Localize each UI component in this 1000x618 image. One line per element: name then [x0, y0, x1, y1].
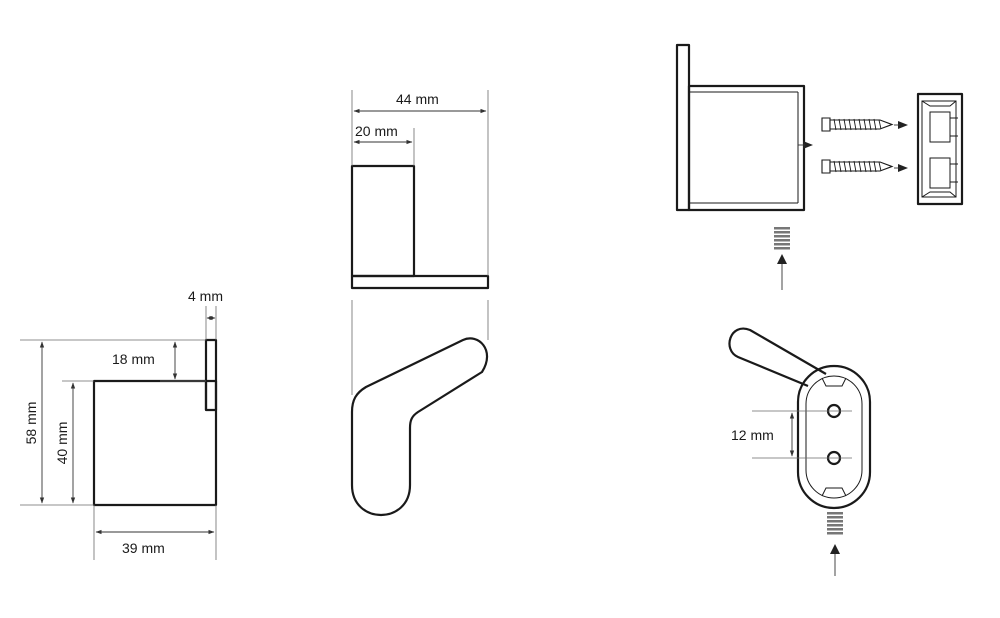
side-view-block [92, 379, 218, 507]
side-view: 58 mm 40 mm 18 mm 4 mm 39 mm [20, 288, 223, 560]
hook-profile-view [350, 337, 489, 517]
top-view: 44 mm 20 mm [350, 90, 490, 395]
dim-label-58: 58 mm [23, 402, 39, 445]
mounting-assembly-view [675, 43, 964, 290]
mount-arrow-right-1 [803, 141, 813, 149]
wood-screw-icon [821, 159, 894, 174]
top-view-base [350, 274, 490, 290]
hook-profile-outline [350, 337, 489, 517]
dim-label-44: 44 mm [396, 91, 439, 107]
dim-label-12: 12 mm [731, 427, 774, 443]
back-view: 12 mm [728, 327, 872, 576]
dim-label-18: 18 mm [112, 351, 155, 367]
mount-hook-body [687, 84, 806, 212]
set-screw-icon [774, 227, 790, 250]
dim-label-20: 20 mm [355, 123, 398, 139]
wood-screw-icon [821, 117, 894, 132]
back-view-plate-inner [805, 375, 863, 499]
dim-label-39: 39 mm [122, 540, 165, 556]
side-view-plate [204, 338, 218, 412]
back-view-plate-outer [796, 364, 872, 510]
back-view-arm [728, 327, 827, 388]
dim-label-40: 40 mm [54, 422, 70, 465]
dim-label-4: 4 mm [188, 288, 223, 304]
mounting-bracket [916, 92, 964, 206]
top-view-block [350, 164, 416, 278]
set-screw-icon [827, 512, 843, 535]
mount-wall-plate [675, 43, 691, 212]
